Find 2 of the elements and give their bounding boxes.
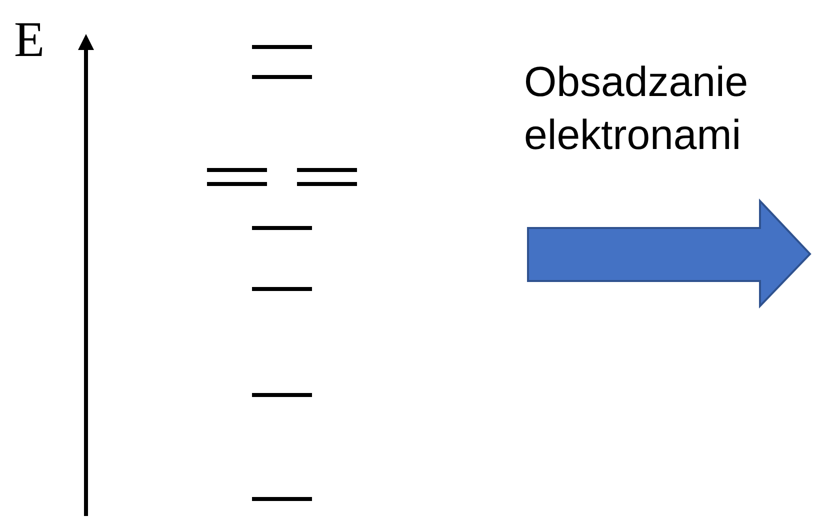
axis-label: E	[14, 10, 45, 69]
arrow-caption: Obsadzanie elektronami	[524, 57, 750, 160]
